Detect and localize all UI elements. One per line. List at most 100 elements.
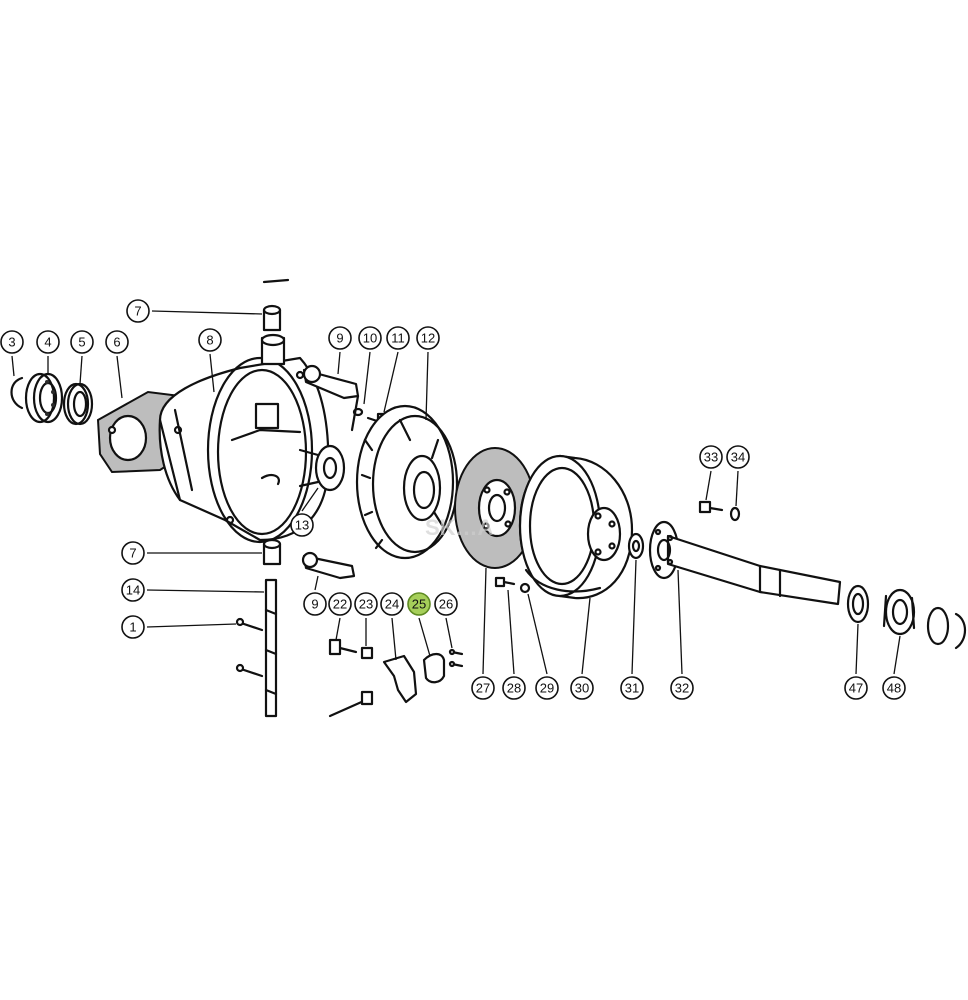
- callout-circle-47: [844, 676, 868, 700]
- clutch-disc-part-27: [454, 447, 536, 569]
- flywheel-part-30: [518, 454, 634, 600]
- callout-circle-26: [434, 592, 458, 616]
- callout-number-25: 25: [412, 597, 426, 612]
- callout-number-7: 7: [134, 304, 141, 319]
- screw-part-28: [494, 576, 516, 588]
- leader-line-25: [418, 617, 431, 657]
- callout-number-24: 24: [385, 597, 399, 612]
- callout-33: 33: [699, 445, 723, 469]
- callout-circle-14: [121, 578, 145, 602]
- pressure-plate-part-12: [355, 404, 459, 560]
- collar-part-31: [627, 532, 645, 560]
- callout-26: 26: [434, 592, 458, 616]
- washer-part-34: [729, 506, 741, 522]
- callout-number-12: 12: [421, 331, 435, 346]
- callout-circle-1: [121, 615, 145, 639]
- leader-line-13: [301, 487, 319, 512]
- leader-line-10: [363, 351, 371, 405]
- callout-number-5: 5: [78, 335, 85, 350]
- callout-circle-27: [471, 676, 495, 700]
- callout-8: 8: [198, 328, 222, 352]
- callout-circle-7: [121, 541, 145, 565]
- leader-lines: [11, 310, 901, 675]
- callout-12: 12: [416, 326, 440, 350]
- bolt-part-22: [328, 638, 358, 656]
- bushing-part-7-top: [262, 304, 282, 332]
- bracket-part-24: [382, 654, 418, 704]
- leader-line-33: [705, 470, 712, 501]
- callout-34: 34: [726, 445, 750, 469]
- callout-circle-6: [105, 330, 129, 354]
- callout-number-23: 23: [359, 597, 373, 612]
- callout-23: 23: [354, 592, 378, 616]
- callout-circle-4: [36, 330, 60, 354]
- shaft-part-32: [648, 520, 842, 606]
- callout-number-26: 26: [439, 597, 453, 612]
- ring-part-47: [846, 584, 870, 624]
- callout-circle-9: [328, 326, 352, 350]
- callout-number-11: 11: [391, 331, 405, 346]
- callout-7: 7: [121, 541, 145, 565]
- callout-31: 31: [620, 676, 644, 700]
- callout-number-9: 9: [336, 331, 343, 346]
- callout-number-48: 48: [887, 681, 901, 696]
- callout-6: 6: [105, 330, 129, 354]
- callout-number-7: 7: [129, 546, 136, 561]
- callout-number-28: 28: [507, 681, 521, 696]
- callout-number-9: 9: [311, 597, 318, 612]
- pins-part-26: [448, 648, 464, 668]
- parts-drawing: [10, 278, 967, 718]
- leader-line-28: [507, 589, 515, 675]
- leader-line-9: [314, 575, 319, 591]
- callout-circle-32: [670, 676, 694, 700]
- callout-30: 30: [570, 676, 594, 700]
- washer-part-10: [352, 407, 364, 417]
- callout-14: 14: [121, 578, 145, 602]
- callout-circle-33: [699, 445, 723, 469]
- callout-number-27: 27: [476, 681, 490, 696]
- leader-line-27: [482, 567, 487, 675]
- callout-circle-11: [386, 326, 410, 350]
- callout-29: 29: [535, 676, 559, 700]
- leader-line-8: [209, 353, 215, 393]
- leader-line-5: [79, 355, 83, 385]
- callout-5: 5: [70, 330, 94, 354]
- seal-ring-part-5: [62, 382, 94, 426]
- release-bearing-part-13: [298, 444, 346, 492]
- clutch-housing-part-8: [158, 333, 330, 544]
- callout-number-34: 34: [731, 450, 745, 465]
- callout-9: 9: [328, 326, 352, 350]
- callout-number-31: 31: [625, 681, 639, 696]
- callout-circle-24: [380, 592, 404, 616]
- callout-circle-13: [290, 513, 314, 537]
- callout-circle-28: [502, 676, 526, 700]
- callout-circle-9: [303, 592, 327, 616]
- callout-circle-22: [328, 592, 352, 616]
- callout-circle-8: [198, 328, 222, 352]
- leader-line-9: [337, 351, 341, 375]
- callout-7: 7: [126, 299, 150, 323]
- callout-circle-48: [882, 676, 906, 700]
- bearing-part-4: [24, 372, 64, 424]
- fork-lever-part-9-lower: [301, 551, 356, 580]
- bearing-part-48: [882, 588, 916, 636]
- callout-10: 10: [358, 326, 382, 350]
- callout-9: 9: [303, 592, 327, 616]
- pins-part-1: [235, 617, 264, 678]
- callout-32: 32: [670, 676, 694, 700]
- callout-number-6: 6: [113, 335, 120, 350]
- rod-part-14: [264, 578, 278, 718]
- callout-number-32: 32: [675, 681, 689, 696]
- callout-circle-30: [570, 676, 594, 700]
- leader-line-7: [151, 310, 263, 315]
- callout-circle-3: [0, 330, 24, 354]
- callout-number-33: 33: [704, 450, 718, 465]
- leader-line-12: [425, 351, 429, 421]
- leader-line-1: [146, 623, 237, 628]
- leader-line-6: [116, 355, 123, 399]
- callout-number-29: 29: [540, 681, 554, 696]
- leader-line-47: [855, 623, 859, 675]
- leader-line-30: [581, 597, 591, 675]
